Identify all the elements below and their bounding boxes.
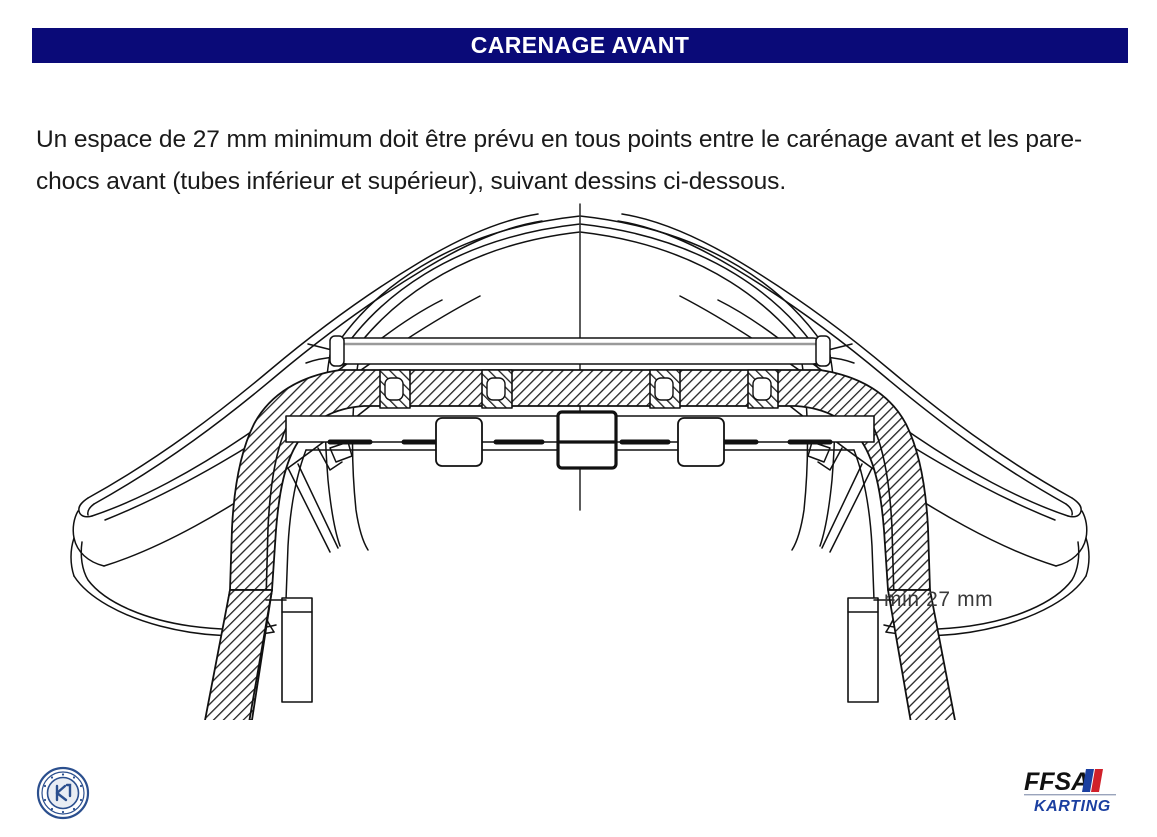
technical-drawing [30, 180, 1130, 720]
ffsa-wordmark: FFSA [1024, 768, 1089, 796]
fairing-right-leg [847, 589, 956, 720]
ffsa-karting-logo: FFSA KARTING [1024, 766, 1132, 815]
fairing-left-leg [204, 589, 313, 720]
upper-bumper-tube [305, 335, 855, 367]
fairing-mount-clamps [379, 369, 779, 409]
seal-emblem-icon [36, 766, 90, 820]
karting-wordmark: KARTING [1034, 798, 1111, 814]
intro-paragraph: Un espace de 27 mm minimum doit être pré… [36, 125, 1083, 195]
ffsa-karting-logo-icon: FFSA KARTING [1024, 768, 1116, 815]
ffsa-seal-emblem [36, 766, 90, 820]
fairing-section-hatched [229, 369, 931, 591]
min-clearance-annotation: min 27 mm [884, 588, 994, 611]
bumper-brackets [435, 410, 725, 470]
ffsa-flag-mark [1082, 769, 1103, 792]
title-banner: CARENAGE AVANT [32, 28, 1128, 63]
front-fairing-section-drawing [70, 203, 1090, 720]
page-title: CARENAGE AVANT [470, 32, 690, 58]
